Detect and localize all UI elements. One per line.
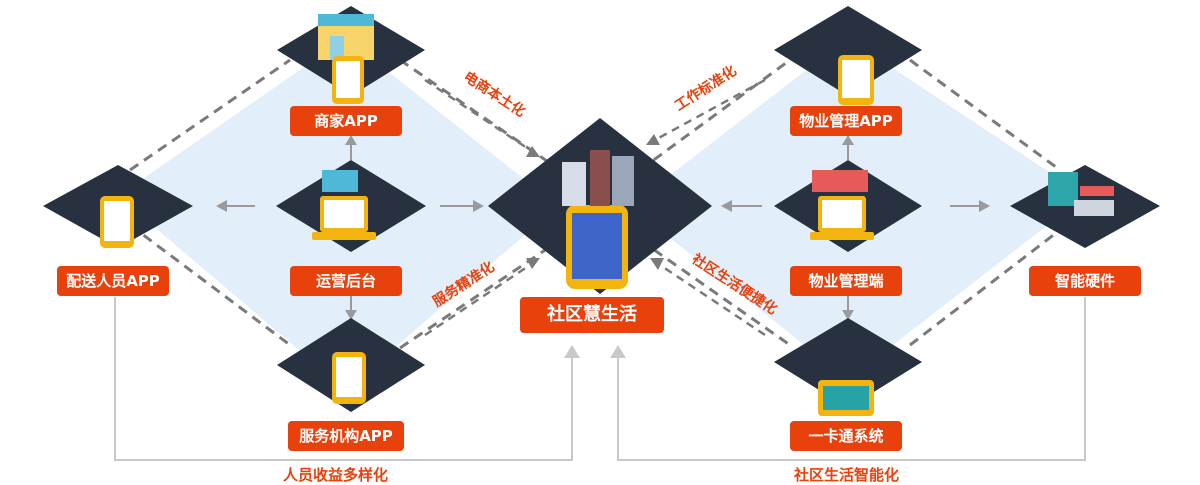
arrow-up-ops (345, 135, 357, 145)
up-arrow-left (564, 345, 580, 358)
label-one-card[interactable]: 一卡通系统 (790, 421, 902, 451)
flow-arrow-2 (526, 258, 540, 269)
label-property-app[interactable]: 物业管理APP (790, 106, 902, 136)
arrow-head-4 (979, 200, 990, 212)
arrow-head-2 (473, 200, 484, 212)
arrow-up-prop (842, 135, 854, 145)
diamond-property-app (774, 6, 922, 96)
diamond-one-card (774, 318, 922, 408)
flow-arrow-3 (646, 134, 660, 145)
arrow-down-prop (842, 310, 854, 320)
label-smart-hw[interactable]: 智能硬件 (1029, 266, 1141, 296)
flow-arrow-1 (526, 146, 540, 157)
label-ops-backend[interactable]: 运营后台 (290, 266, 402, 296)
hardware-icon (1048, 172, 1114, 216)
flow-work-standard: 工作标准化 (672, 62, 740, 114)
caption-left: 人员收益多样化 (283, 466, 389, 484)
label-property-admin[interactable]: 物业管理端 (790, 266, 902, 296)
arrow-head-1 (216, 200, 227, 212)
label-delivery-app[interactable]: 配送人员APP (57, 266, 169, 296)
shop-illustration (318, 14, 374, 60)
caption-right: 社区生活智能化 (794, 466, 900, 484)
bottom-connectors (114, 297, 1086, 461)
label-service-app[interactable]: 服务机构APP (288, 421, 404, 451)
phone-icons (100, 55, 874, 404)
laptop-icons (312, 170, 874, 240)
flow-arrow-4 (650, 258, 664, 270)
label-merchant-app[interactable]: 商家APP (290, 106, 402, 136)
up-arrow-right (610, 345, 626, 358)
arrow-head-3 (721, 200, 732, 212)
city-buildings (562, 150, 634, 206)
card-icon (818, 380, 874, 416)
flow-ecommerce: 电商本土化 (460, 68, 528, 120)
arrow-down-ops (345, 310, 357, 320)
label-center[interactable]: 社区慧生活 (520, 297, 664, 333)
